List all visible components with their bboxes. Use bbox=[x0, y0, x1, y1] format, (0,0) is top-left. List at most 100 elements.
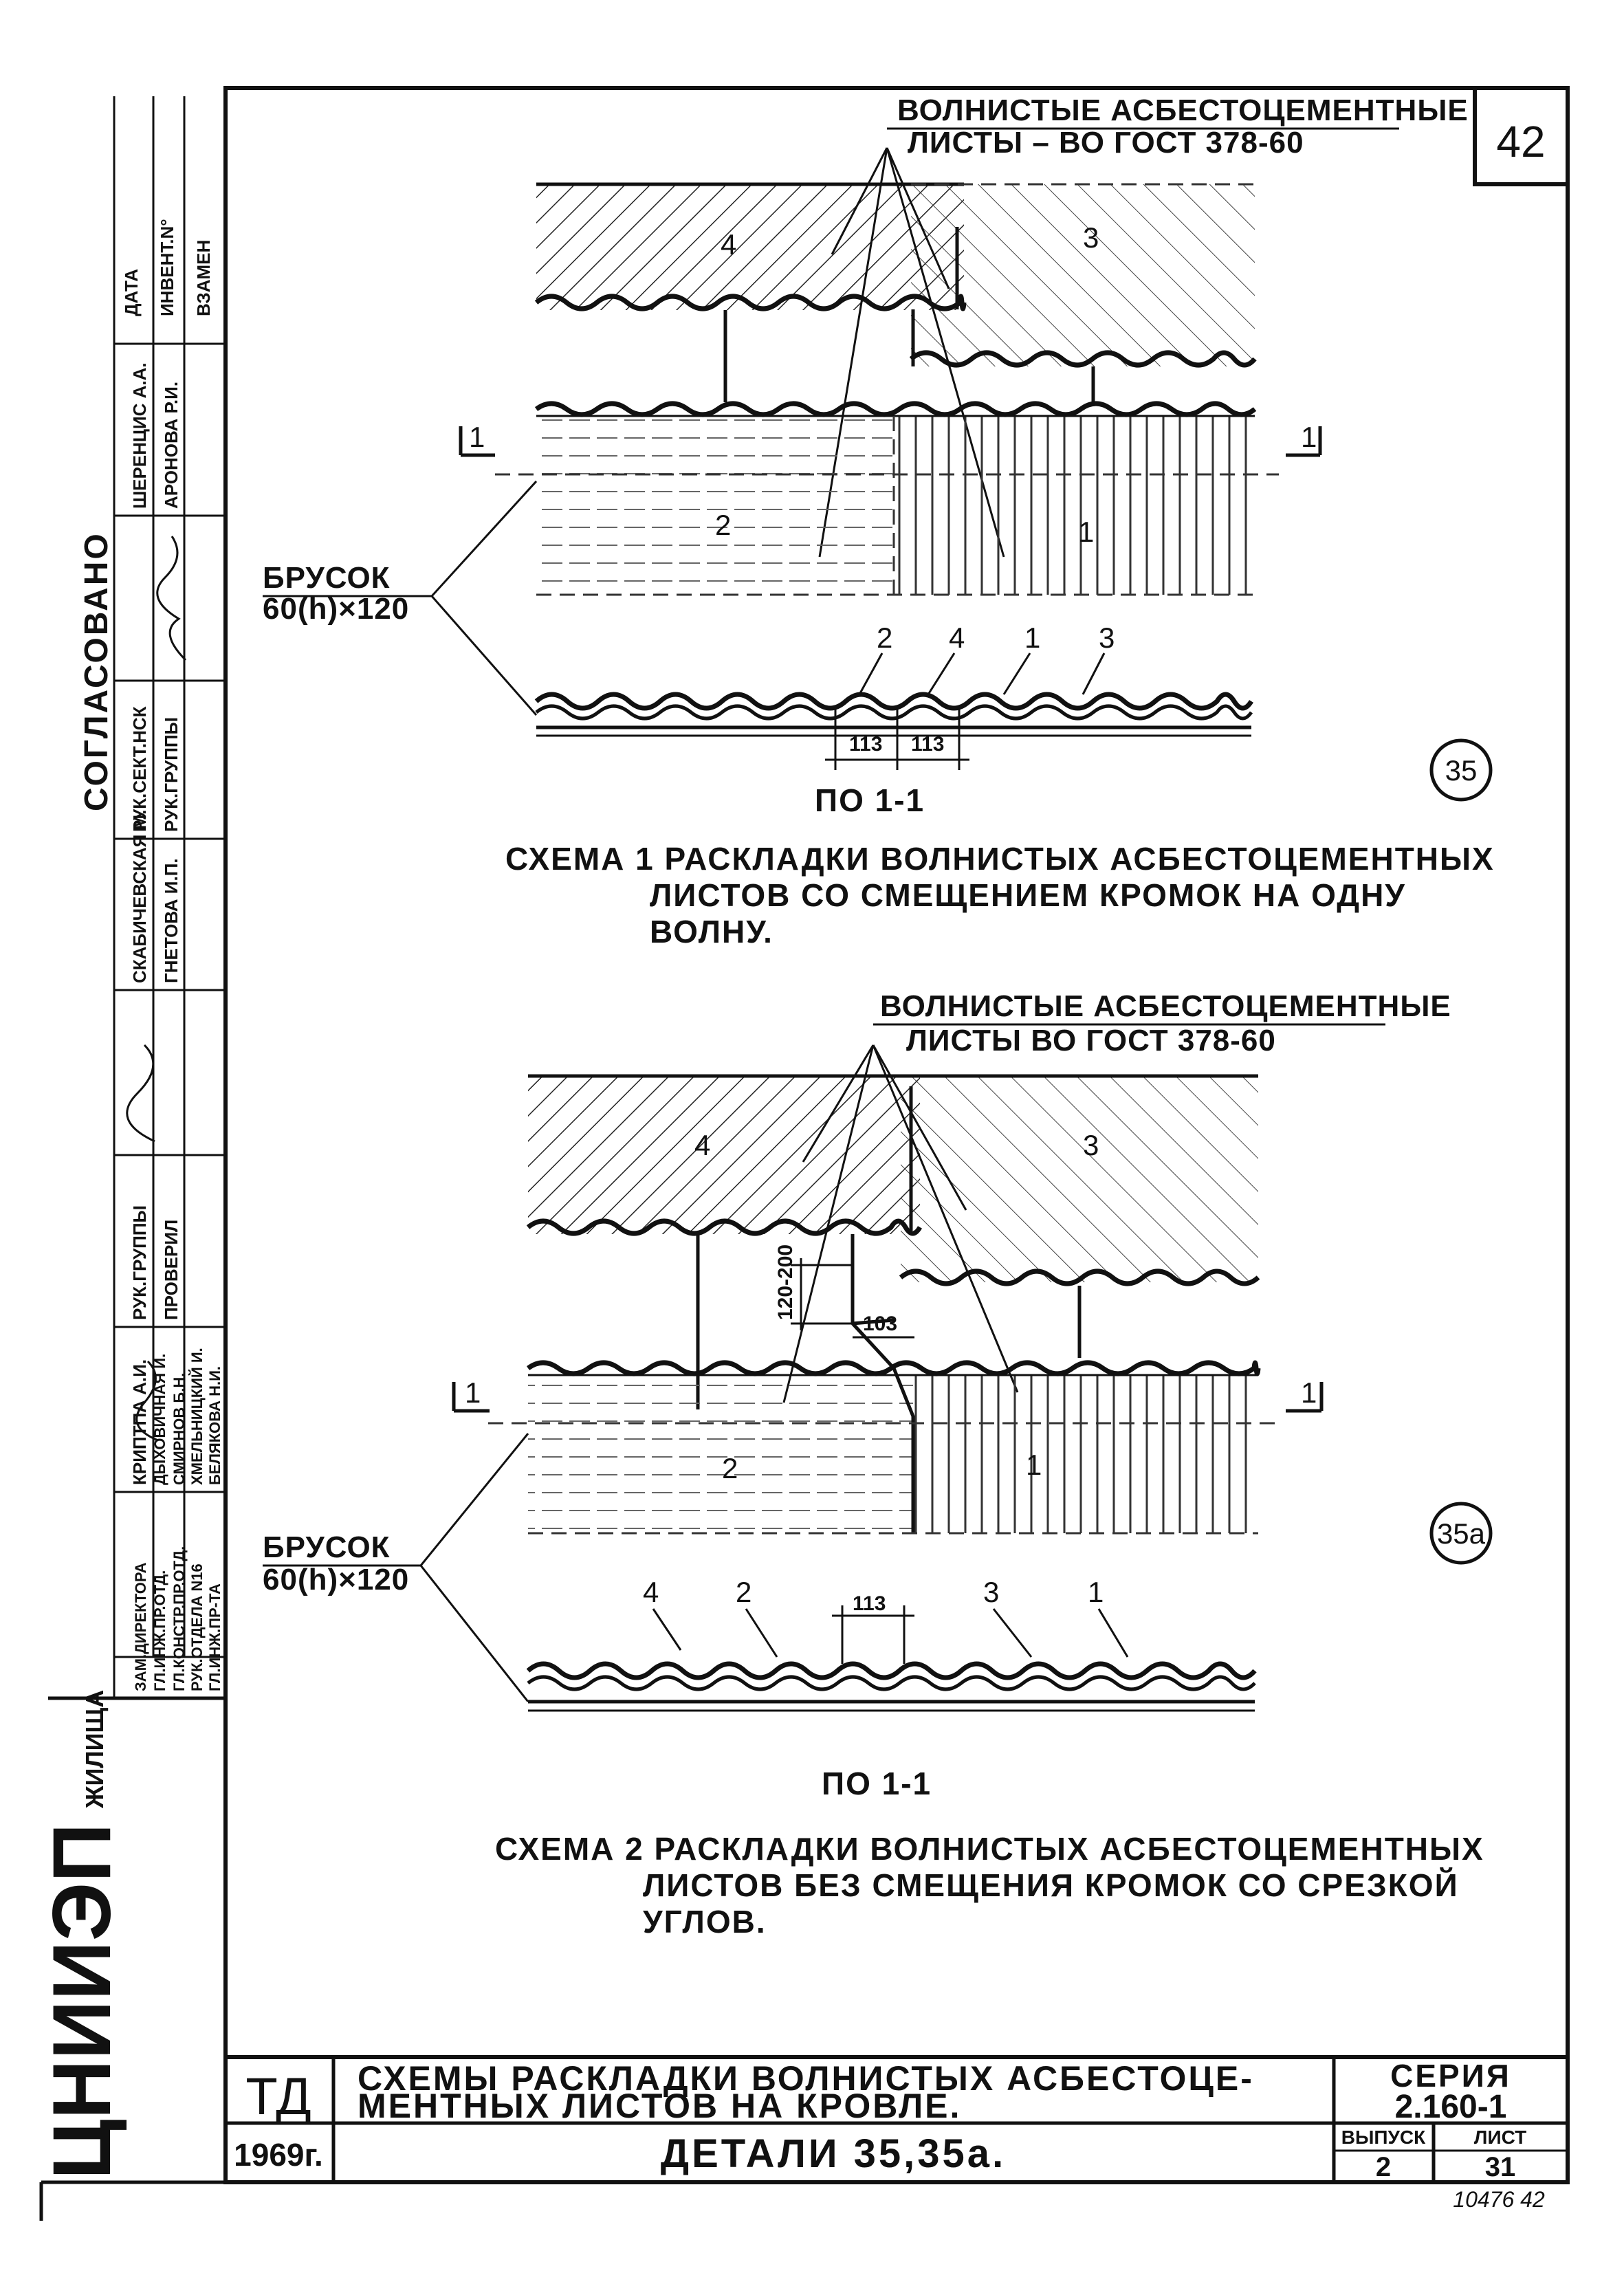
page-number: 42 bbox=[1496, 117, 1545, 166]
scheme2-label-1: 1 bbox=[1026, 1449, 1042, 1481]
scheme2-section-mark-right: 1 bbox=[1301, 1376, 1317, 1409]
side-stamp: ДАТА ИНВЕНТ.N° ВЗАМЕН СОГЛАСОВАНО ШЕРЕНЦ… bbox=[36, 96, 228, 2182]
scheme2-label-2: 2 bbox=[722, 1452, 738, 1484]
scheme2-dim-113: 113 bbox=[853, 1592, 886, 1615]
scheme1-caption-line1: СХЕМА 1 РАСКЛАДКИ ВОЛНИСТЫХ АСБЕСТОЦЕМЕН… bbox=[505, 841, 1495, 877]
scheme1-sec-label-1: 1 bbox=[1024, 622, 1040, 654]
stamp-role-4: ГЛ.ИНЖ.ПР-ТА bbox=[206, 1583, 223, 1691]
issue-label: ВЫПУСК bbox=[1341, 2127, 1426, 2148]
page-number-box bbox=[1473, 86, 1570, 186]
section-wave-s2 bbox=[526, 1661, 1257, 1680]
stamp-name-2: СМИРНОВ Б.Н. bbox=[171, 1373, 188, 1485]
plan-wave-top-2 bbox=[526, 1360, 1261, 1376]
section-wave bbox=[534, 692, 1253, 711]
scheme2-caption-line1: СХЕМА 2 РАСКЛАДКИ ВОЛНИСТЫХ АСБЕСТОЦЕМЕН… bbox=[495, 1831, 1484, 1867]
scheme2-label-4: 4 bbox=[694, 1129, 710, 1161]
scheme2-callout-line1: ВОЛНИСТЫЕ АСБЕСТОЦЕМЕНТНЫЕ bbox=[880, 989, 1451, 1023]
stamp-names3-0: ШЕРЕНЦИС А.А. bbox=[129, 362, 150, 509]
title-line1: СХЕМЫ РАСКЛАДКИ ВОЛНИСТЫХ АСБЕСТОЦЕ- bbox=[358, 2059, 1254, 2098]
scheme1-section-caption: ПО 1-1 bbox=[815, 782, 925, 818]
section-wave-s2-b bbox=[527, 1675, 1256, 1691]
scheme1-dim-2: 113 bbox=[911, 733, 944, 756]
detail-35a-label: 35a bbox=[1437, 1517, 1486, 1550]
sheet-label: ЛИСТ bbox=[1474, 2127, 1526, 2148]
scheme1-caption-line3: ВОЛНУ. bbox=[650, 914, 773, 949]
scheme2-caption-line3: УГЛОВ. bbox=[643, 1904, 767, 1940]
detail-35a-circle bbox=[1429, 1502, 1493, 1565]
stamp-name-0: КРИПТПА А.И. bbox=[129, 1359, 150, 1485]
scheme1-brusok-label: БРУСОК bbox=[263, 561, 391, 595]
stamp-header-invent: ИНВЕНТ.N° bbox=[157, 219, 177, 316]
sheet-3-wave-edge bbox=[909, 350, 1257, 368]
detail-35-label: 35 bbox=[1445, 754, 1478, 787]
org-suffix: ЖИЛИЩА bbox=[80, 1690, 109, 1809]
scheme2-dim-120-200: 120-200 bbox=[774, 1244, 797, 1320]
scheme1-dim-1: 113 bbox=[849, 733, 882, 756]
stamp-header-date: ДАТА bbox=[121, 269, 142, 316]
sheet-1-plan bbox=[894, 416, 1255, 595]
sheet-3-wave-edge-2 bbox=[899, 1269, 1260, 1286]
scheme2-section-caption: ПО 1-1 bbox=[822, 1766, 932, 1801]
scheme1-callout-line1: ВОЛНИСТЫЕ АСБЕСТОЦЕМЕНТНЫЕ bbox=[897, 94, 1469, 127]
scheme1-caption-line2: ЛИСТОВ СО СМЕЩЕНИЕМ КРОМОК НА ОДНУ bbox=[650, 877, 1406, 913]
title-block: ТД 1969г. СХЕМЫ РАСКЛАДКИ ВОЛНИСТЫХ АСБЕ… bbox=[226, 2055, 1568, 2212]
scheme2-sec-label-1: 1 bbox=[1088, 1576, 1104, 1608]
sheet-1-plan-2 bbox=[913, 1375, 1257, 1533]
series-value: 2.160-1 bbox=[1395, 2089, 1507, 2125]
sheet-4-hatch-2 bbox=[528, 1076, 920, 1234]
scheme2-label-3: 3 bbox=[1083, 1129, 1099, 1161]
scheme1-section-mark-right: 1 bbox=[1301, 421, 1317, 453]
scheme2-dim-103: 103 bbox=[863, 1313, 897, 1335]
sheet-value: 31 bbox=[1485, 2152, 1516, 2182]
title-year: 1969г. bbox=[234, 2137, 323, 2173]
signature-scribble bbox=[126, 1044, 155, 1143]
stamp-names2-1: ГНЕТОВА И.П. bbox=[161, 858, 182, 983]
stamp-role-1: ГЛ.ИНЖ.ПР.ОТД. bbox=[151, 1570, 168, 1691]
scheme1-brusok-size: 60(h)×120 bbox=[263, 592, 409, 626]
stamp-roles3-1: РУК.ГРУППЫ bbox=[161, 717, 182, 832]
stamp-roles3-0: РУК.СЕКТ.НСК bbox=[129, 706, 150, 832]
sheet-3-hatch-2 bbox=[901, 1076, 1258, 1282]
sheet-2-plan bbox=[536, 416, 894, 595]
section-wave-2 bbox=[535, 704, 1253, 721]
sheet-4-wave-edge-2 bbox=[526, 1218, 923, 1236]
stamp-names3-1: АРОНОВА Р.И. bbox=[161, 382, 182, 509]
scheme1-label-2: 2 bbox=[715, 509, 731, 541]
stamp-names2-0: СКАБИЧЕВСКАЯ М. bbox=[129, 810, 150, 983]
stamp-header-vzamen: ВЗАМЕН bbox=[193, 240, 214, 316]
sheet-4-hatch bbox=[536, 184, 964, 310]
signature-scribble bbox=[135, 1360, 159, 1442]
title-code: ТД bbox=[245, 2067, 311, 2126]
sheet-2-plan-2 bbox=[528, 1375, 913, 1533]
scheme1-sec-label-2: 2 bbox=[877, 622, 892, 654]
sheet-3-hatch bbox=[911, 184, 1255, 366]
signature-scribble bbox=[156, 536, 187, 661]
scheme2-brusok-label: БРУСОК bbox=[263, 1530, 391, 1564]
stamp-role-3: РУК.ОТДЕЛА N16 bbox=[188, 1563, 206, 1691]
series-label: СЕРИЯ bbox=[1390, 2058, 1511, 2094]
archive-number: 10476 42 bbox=[1453, 2187, 1545, 2212]
scheme2-brusok-size: 60(h)×120 bbox=[263, 1563, 409, 1596]
scheme-1: ВОЛНИСТЫЕ АСБЕСТОЦЕМЕНТНЫЕ ЛИСТЫ – ВО ГО… bbox=[263, 94, 1495, 949]
scheme-2: ВОЛНИСТЫЕ АСБЕСТОЦЕМЕНТНЫЕ ЛИСТЫ ВО ГОСТ… bbox=[263, 989, 1493, 1940]
scheme2-section-mark-left: 1 bbox=[465, 1376, 481, 1409]
title-line2: МЕНТНЫХ ЛИСТОВ НА КРОВЛЕ. bbox=[358, 2087, 961, 2125]
scheme2-sec-label-4: 4 bbox=[643, 1576, 659, 1608]
detail-35-circle bbox=[1429, 738, 1493, 802]
stamp-name-3: ХМЕЛЬНИЦКИЙ И. bbox=[188, 1348, 206, 1485]
cut-corner bbox=[851, 1322, 915, 1533]
scheme1-label-3: 3 bbox=[1083, 221, 1099, 254]
scheme1-label-4: 4 bbox=[721, 228, 736, 261]
scheme1-callout-line2: ЛИСТЫ – ВО ГОСТ 378-60 bbox=[908, 126, 1304, 160]
issue-value: 2 bbox=[1376, 2152, 1391, 2182]
plan-wave-top bbox=[534, 401, 1257, 417]
scheme2-sec-label-2: 2 bbox=[736, 1576, 751, 1608]
stamp-name-4: БЕЛЯКОВА Н.И. bbox=[206, 1366, 223, 1485]
title-details: ДЕТАЛИ 35,35а. bbox=[661, 2131, 1006, 2176]
stamp-agreed: СОГЛАСОВАНО bbox=[78, 531, 115, 811]
scheme2-caption-line2: ЛИСТОВ БЕЗ СМЕЩЕНИЯ КРОМОК СО СРЕЗКОЙ bbox=[643, 1867, 1459, 1903]
stamp-name-1: ДЫХОВИЧНАЯ И. bbox=[151, 1354, 168, 1485]
stamp-role-0: ЗАМ.ДИРЕКТОРА bbox=[132, 1562, 149, 1691]
stamp-role-2: ГЛ.КОНСТР.ПР.ОТД. bbox=[171, 1546, 188, 1691]
